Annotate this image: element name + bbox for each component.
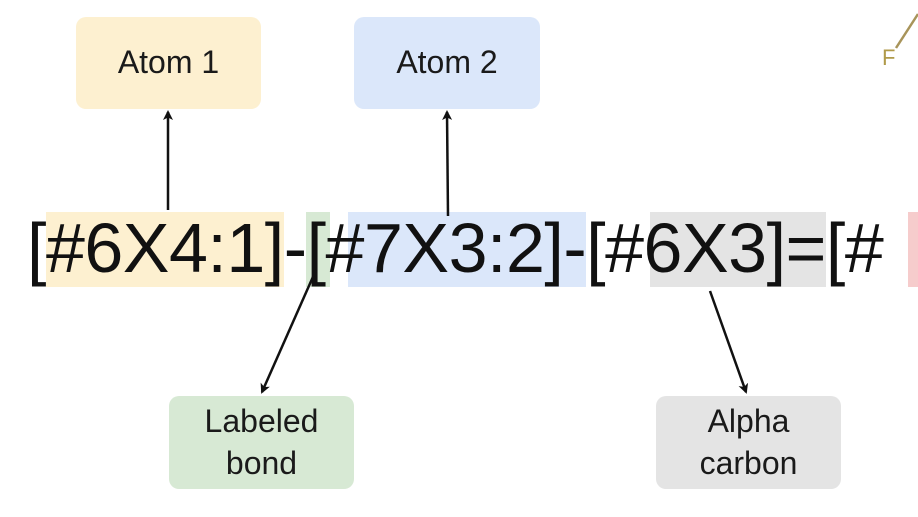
next-atom-highlight xyxy=(908,212,918,287)
fragment-bond-line xyxy=(894,13,918,49)
atom2-label-box: Atom 2 xyxy=(354,17,540,109)
labeled-bond-box: Labeled bond xyxy=(169,396,354,489)
fragment-atom-label: F xyxy=(882,45,896,70)
atom2-highlight xyxy=(348,212,586,287)
arrow-to-atom2 xyxy=(442,110,453,217)
smarts-pattern: [#6X4:1]-[#7X3:2]-[#6X3]=[# xyxy=(27,209,884,287)
arrow-to-alpha-carbon xyxy=(708,290,749,394)
atom1-label: Atom 1 xyxy=(117,44,220,81)
alpha-carbon-box: Alpha carbon xyxy=(656,396,841,489)
alpha-carbon-highlight xyxy=(650,212,826,287)
atom1-label-box: Atom 1 xyxy=(76,17,261,109)
labeled-bond-label: Labeled bond xyxy=(204,402,319,481)
atom2-label: Atom 2 xyxy=(396,44,498,81)
alpha-carbon-label: Alpha carbon xyxy=(699,402,798,481)
bond-highlight xyxy=(306,212,330,287)
atom1-highlight xyxy=(46,212,284,287)
arrow-to-labeled-bond xyxy=(260,269,318,394)
